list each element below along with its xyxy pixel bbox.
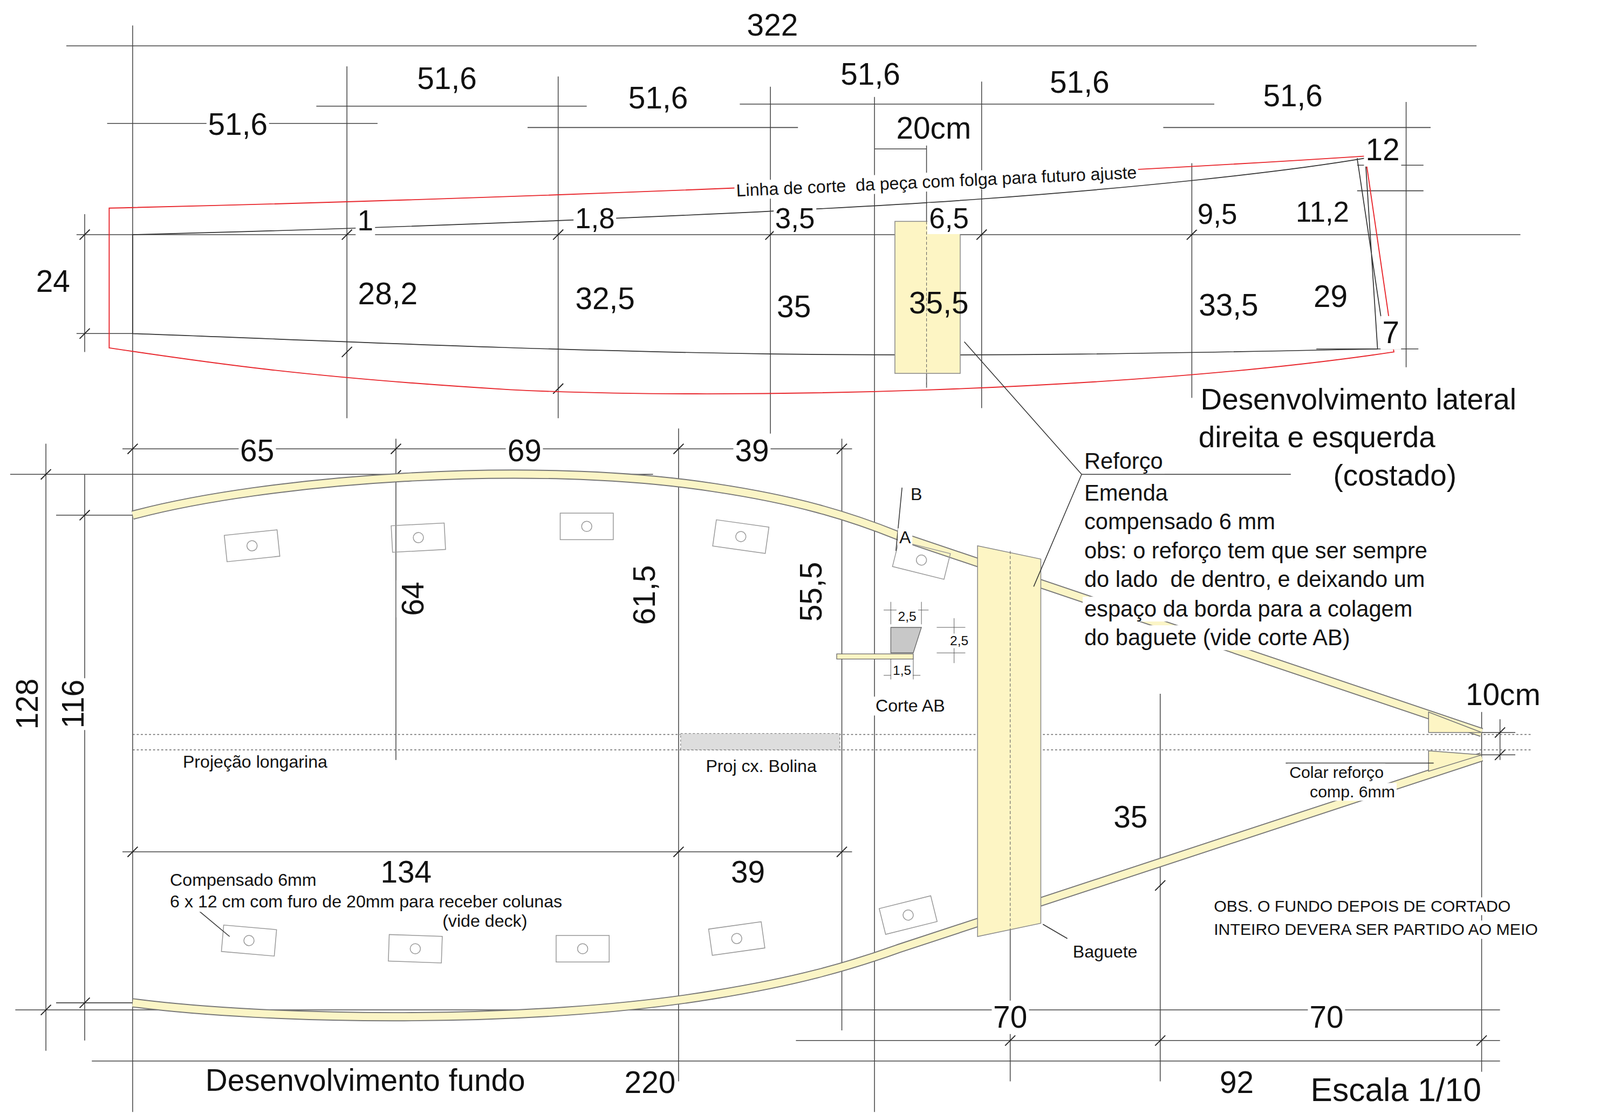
dimension-label: 51,6: [1048, 65, 1111, 100]
dimension-label: 10cm: [1464, 678, 1543, 712]
cut-line: [108, 155, 1394, 394]
dimension-label: 51,6: [415, 61, 478, 95]
note-text: obs: o reforço tem que ser sempre: [1082, 538, 1429, 564]
side-panel-outline: [132, 158, 1386, 355]
dimension-label: 6,5: [927, 202, 971, 235]
dimension-label: 39: [729, 855, 767, 890]
note-text: Linha de corte da peça com folga para fu…: [734, 162, 1139, 201]
note-text: INTEIRO DEVERA SER PARTIDO AO MEIO: [1212, 920, 1540, 939]
note-text: espaço da borda para a colagem: [1082, 596, 1414, 622]
dimension-label: 55,5: [794, 560, 829, 624]
note-text: 6 x 12 cm com furo de 20mm para receber …: [168, 892, 564, 912]
dimension-label: 2,5: [948, 633, 970, 648]
note-text: Proj cx. Bolina: [703, 756, 818, 776]
dimension-lines: [10, 25, 1521, 1112]
dimension-label: 29: [1311, 279, 1350, 314]
note-text: OBS. O FUNDO DEPOIS DE CORTADO: [1212, 897, 1513, 915]
note-text: Emenda: [1082, 480, 1170, 506]
nose-reinforcement: [1428, 712, 1482, 772]
part-title: Desenvolvimento fundo: [203, 1063, 528, 1098]
dimension-label: 20cm: [894, 111, 973, 146]
dimension-label: 128: [10, 677, 45, 732]
dimension-label: 70: [991, 1000, 1029, 1035]
dimension-label: 7: [1380, 315, 1401, 350]
dimension-label: 35: [775, 290, 813, 324]
dimension-label: 51,6: [1261, 79, 1324, 113]
section-profile: [890, 627, 922, 653]
dimension-label: 64: [396, 580, 430, 618]
part-label: B: [908, 485, 924, 505]
dimension-label: 2,5: [896, 609, 919, 624]
dimension-label: 51,6: [838, 57, 902, 92]
note-text: Baguete: [1071, 942, 1140, 962]
dimension-label: 51,6: [206, 107, 270, 142]
dimension-label: 9,5: [1195, 198, 1240, 230]
part-title: (costado): [1331, 459, 1459, 492]
note-text: Compensado 6mm: [168, 871, 319, 891]
dimension-label: 92: [1218, 1065, 1256, 1100]
dimension-label: 134: [379, 855, 434, 890]
section-plywood: [836, 653, 914, 659]
dimension-label: 32,5: [573, 282, 637, 316]
dimension-label: 1,5: [891, 662, 913, 678]
dimension-label: 28,2: [356, 277, 420, 311]
part-title: direita e esquerda: [1197, 420, 1438, 453]
note-text: Colar reforço: [1287, 763, 1386, 782]
dimension-label: 61,5: [627, 563, 662, 627]
centerboard-case: [680, 733, 840, 750]
dimension-label: 51,6: [626, 80, 690, 115]
dimension-label: 116: [56, 678, 91, 730]
dimension-label: 24: [34, 264, 72, 299]
dimension-label: 39: [733, 434, 771, 468]
dimension-label: 11,2: [1294, 196, 1351, 228]
note-text: do baguete (vide corte AB): [1082, 625, 1352, 651]
dimension-label: 33,5: [1197, 288, 1260, 322]
part-title: Desenvolvimento lateral: [1199, 382, 1519, 415]
dimension-label: 69: [506, 434, 544, 468]
note-text: (vide deck): [440, 911, 529, 931]
dimension-label: 35,5: [907, 286, 970, 320]
dimension-label: 1,8: [573, 202, 617, 235]
dimension-label: 3,5: [773, 202, 817, 235]
note-text: Escala 1/10: [1309, 1071, 1483, 1109]
note-text: Projeção longarina: [181, 752, 330, 772]
dimension-label: 70: [1307, 1000, 1345, 1035]
part-label: Corte AB: [873, 696, 947, 716]
note-text: do lado de dentro, e deixando um: [1082, 567, 1427, 593]
dimension-label: 220: [623, 1065, 678, 1100]
note-text: Reforço: [1082, 448, 1165, 474]
note-text: comp. 6mm: [1308, 782, 1397, 801]
reinforcement-plate: [977, 545, 1041, 937]
dimension-label: 12: [1364, 133, 1402, 167]
center-mark: [1009, 550, 1011, 934]
dimension-label: 35: [1111, 800, 1150, 834]
dimension-label: 322: [745, 8, 800, 43]
dimension-label: 65: [238, 434, 276, 468]
part-label: A: [897, 528, 913, 547]
dimension-label: 1: [355, 204, 375, 236]
note-text: compensado 6 mm: [1082, 509, 1277, 535]
